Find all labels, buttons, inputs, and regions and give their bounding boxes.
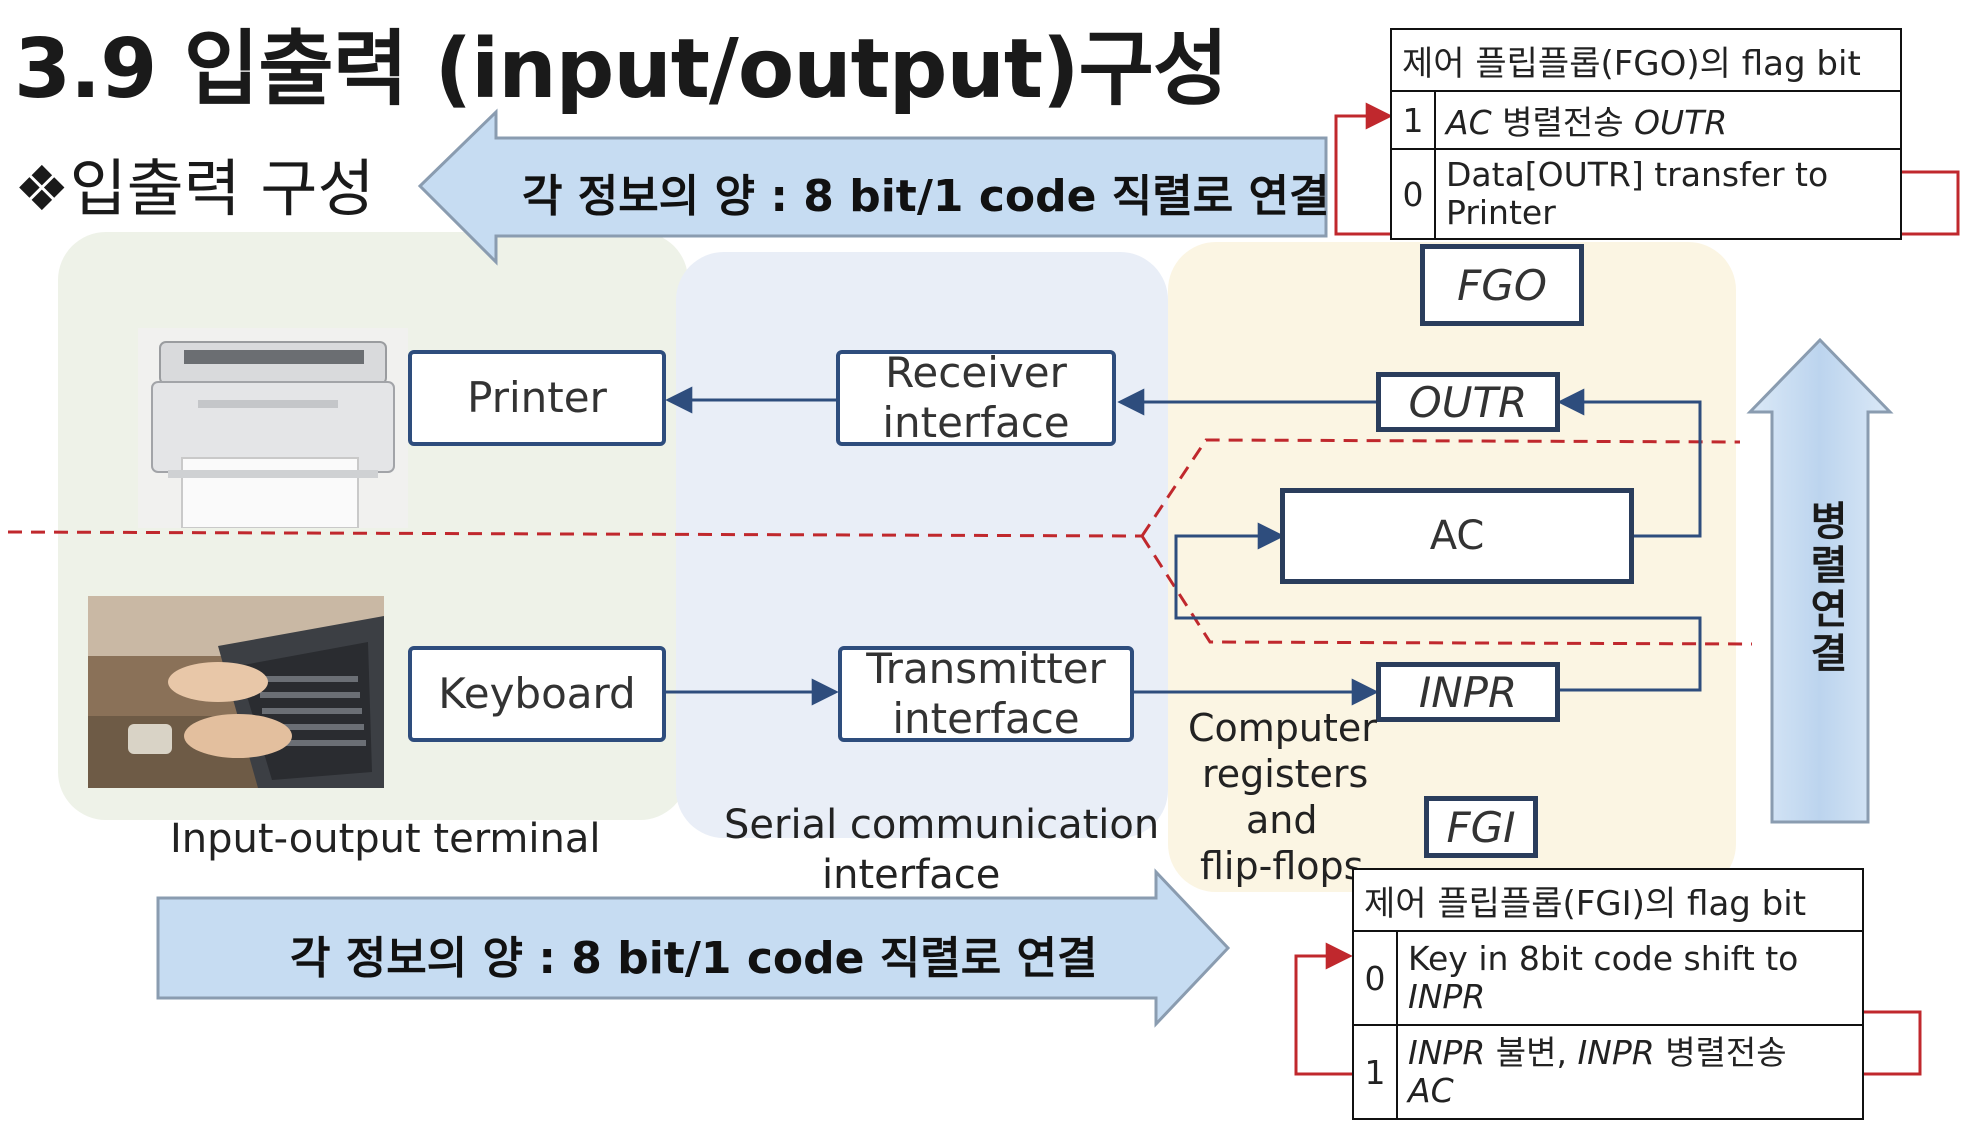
caption-computer-line3: and: [1246, 798, 1318, 842]
fgi-register: FGI: [1424, 796, 1538, 858]
keyboard-box: Keyboard: [408, 646, 666, 742]
fgo-flag-table: 제어 플립플롭(FGO)의 flag bit 1 AC 병렬전송 OUTR 0 …: [1390, 28, 1902, 240]
laptop-typing-image: [88, 596, 384, 788]
fgo-table-header: 제어 플립플롭(FGO)의 flag bit: [1390, 28, 1902, 92]
page-title: 3.9 입출력 (input/output)구성: [14, 22, 1228, 117]
serial-arrow-top-label: 각 정보의 양 : 8 bit/1 code 직렬로 연결: [522, 171, 1330, 222]
transmitter-interface-box: Transmitter interface: [838, 644, 1134, 743]
receiver-interface-box: Receiver interface: [836, 348, 1116, 447]
caption-serial-line1: Serial communication: [724, 802, 1160, 848]
serial-arrow-bottom-label: 각 정보의 양 : 8 bit/1 code 직렬로 연결: [290, 933, 1098, 984]
fgo-row1-text: AC 병렬전송 OUTR: [1434, 90, 1902, 150]
caption-computer-line4: flip-flops: [1200, 844, 1364, 888]
fgo-register: FGO: [1420, 244, 1584, 326]
serial-arrow-top: [417, 108, 1328, 266]
parallel-arrow: [1746, 337, 1894, 824]
dashed-separators: [7, 438, 1753, 646]
fgo-row2-text: Data[OUTR] transfer to Printer: [1434, 148, 1902, 240]
printer-box: Printer: [408, 350, 666, 446]
parallel-arrow-label: 병렬연결: [1802, 500, 1848, 676]
section-subtitle: ❖입출력 구성: [14, 152, 375, 225]
fgo-row1-bit: 1: [1390, 90, 1436, 150]
caption-serial-line2: interface: [822, 852, 1001, 898]
outr-register: OUTR: [1376, 372, 1560, 432]
printer-image: [138, 328, 408, 529]
fgi-row2-bit: 1: [1352, 1024, 1398, 1120]
caption-computer-line2: registers: [1202, 752, 1369, 796]
fgo-row2-bit: 0: [1390, 148, 1436, 240]
caption-terminal: Input-output terminal: [170, 816, 601, 862]
fgi-flag-table: 제어 플립플롭(FGI)의 flag bit 0 Key in 8bit cod…: [1352, 868, 1864, 1120]
caption-computer-line1: Computer: [1188, 706, 1377, 750]
ac-register: AC: [1280, 488, 1634, 584]
serial-arrow-bottom: [156, 868, 1231, 1028]
fgi-table-header: 제어 플립플롭(FGI)의 flag bit: [1352, 868, 1864, 932]
inpr-register: INPR: [1376, 662, 1560, 722]
fgi-row1-bit: 0: [1352, 930, 1398, 1026]
